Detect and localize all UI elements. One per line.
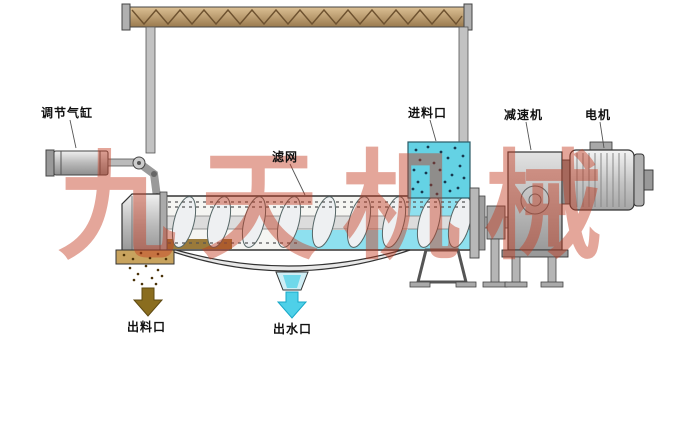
label-reducer: 减速机 <box>504 108 544 122</box>
label-leader-lines <box>69 119 605 196</box>
label-feed-inlet: 进料口 <box>408 106 448 120</box>
discharge-cone <box>121 193 165 259</box>
label-motor: 电机 <box>585 108 612 122</box>
screen-drum <box>159 191 471 255</box>
motor-fins <box>576 153 626 207</box>
motor <box>561 141 654 211</box>
feed-hopper <box>407 141 471 199</box>
label-discharge-outlet: 出料口 <box>127 320 167 334</box>
sludge-discharge <box>115 249 175 317</box>
feed-particles <box>411 145 466 196</box>
label-adjust-cylinder: 调节气缸 <box>41 106 94 120</box>
label-water-outlet: 出水口 <box>273 322 313 336</box>
drum-interior <box>165 196 470 249</box>
top-screw-conveyor <box>121 3 473 31</box>
label-filter-screen: 滤网 <box>272 150 299 164</box>
adjust-cylinder-assembly <box>45 149 161 201</box>
water-flow-arrow <box>276 291 308 319</box>
support-legs <box>409 248 477 288</box>
screw-auger <box>171 196 470 248</box>
sludge-specks <box>122 251 168 286</box>
filter-mesh-dots <box>168 201 466 244</box>
drain-pan <box>167 249 411 291</box>
shaft-bearing <box>469 187 514 288</box>
gearbox <box>501 151 569 288</box>
sludge-discharge-arrow <box>132 287 164 317</box>
